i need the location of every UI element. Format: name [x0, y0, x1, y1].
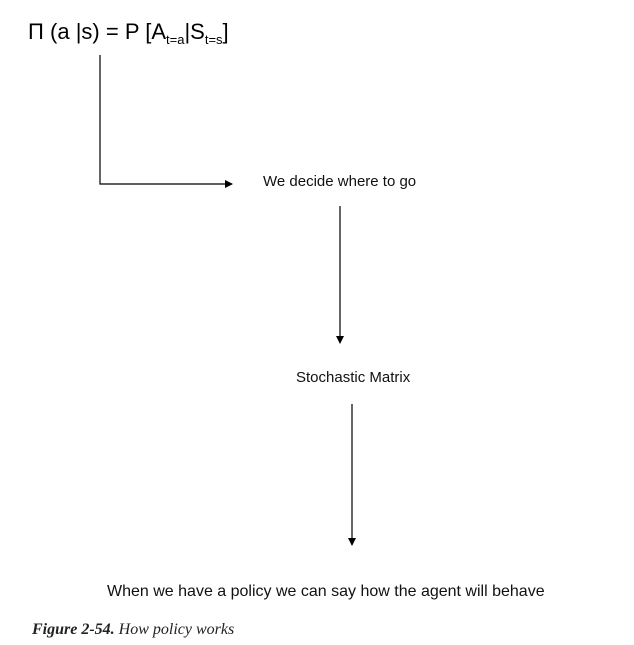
node-stochastic-matrix: Stochastic Matrix [296, 369, 411, 386]
formula-bar: |S [184, 19, 205, 44]
formula-pi: Π [28, 19, 44, 44]
formula-subscript-a: t=a [166, 32, 185, 47]
formula-bar-s: |s) = P [A [75, 19, 166, 44]
formula-close: ] [222, 19, 229, 44]
figure-title: How policy works [118, 621, 235, 638]
figure-caption: Figure 2-54. How policy works [32, 620, 234, 640]
arrow-formula-to-decide [99, 55, 233, 188]
figure-number: Figure 2-54. [32, 621, 115, 638]
formula-open: (a [50, 19, 70, 44]
node-agent-behave: When we have a policy we can say how the… [107, 583, 545, 600]
formula-subscript-s: t=s [204, 32, 223, 47]
node-decide: We decide where to go [263, 173, 417, 190]
policy-formula: Π (a |s) = P [At=a|St=s] [28, 18, 229, 54]
